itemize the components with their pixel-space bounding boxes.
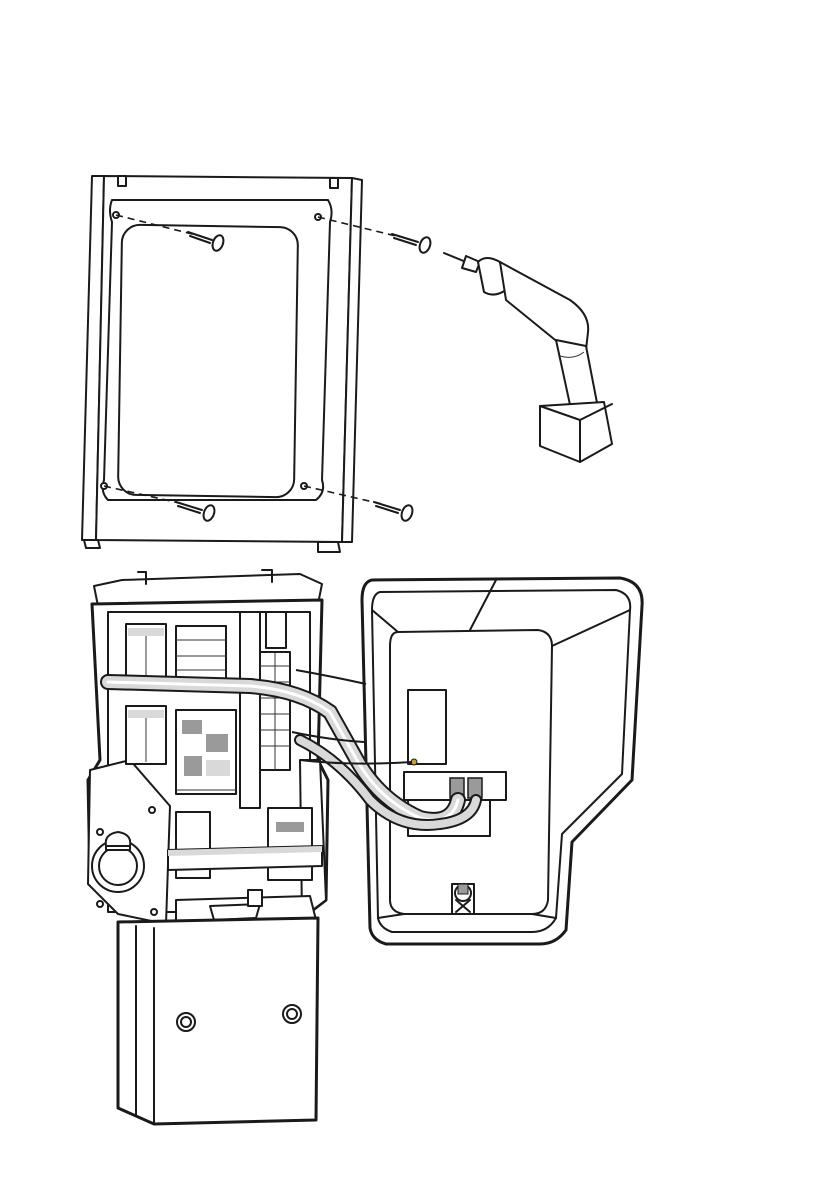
wall-bracket <box>82 176 362 552</box>
screw-icon <box>392 234 432 254</box>
front-cover <box>362 578 642 944</box>
pedestal-base <box>118 918 318 1124</box>
charger-open-housing <box>88 570 328 926</box>
power-drill-icon <box>444 253 612 462</box>
screw-icon <box>374 502 414 522</box>
cable-gland-icon <box>452 884 474 914</box>
